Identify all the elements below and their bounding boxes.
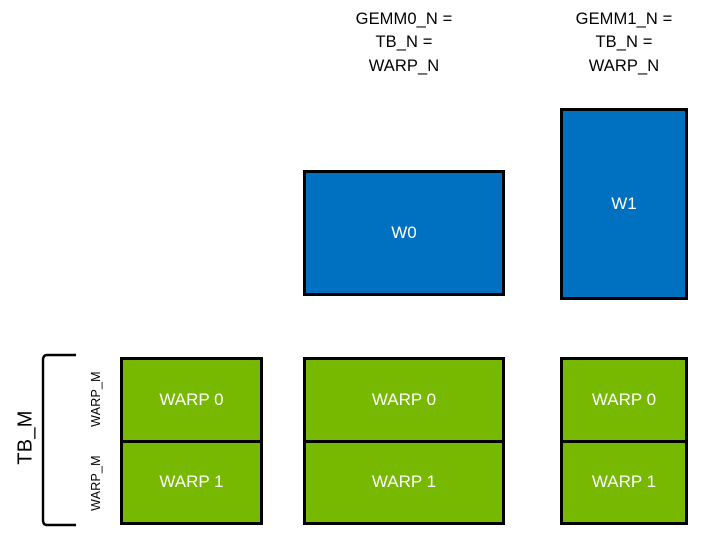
green-cell-2-warp0[interactable]: WARP 0 (563, 360, 685, 443)
green-cell-2-warp1-label: WARP 1 (591, 472, 657, 492)
blue-block-w0-label: W0 (391, 223, 417, 242)
green-cell-2-warp0-label: WARP 0 (591, 389, 657, 409)
green-column-1[interactable]: WARP 0 WARP 1 (303, 357, 505, 525)
green-cell-0-warp1[interactable]: WARP 1 (123, 443, 260, 523)
column-header-gemm0: GEMM0_N = TB_N = WARP_N (355, 10, 453, 75)
green-cell-2-warp1[interactable]: WARP 1 (563, 443, 685, 523)
blue-block-w1-label: W1 (611, 194, 637, 213)
label-tb-m: TB_M (14, 410, 37, 465)
label-warp-m-top: WARP_M (89, 371, 103, 427)
tb-m-bracket-icon (41, 353, 76, 527)
blue-block-w1[interactable]: W1 (560, 108, 688, 300)
column-header-gemm1: GEMM1_N = TB_N = WARP_N (575, 10, 673, 75)
green-cell-0-warp1-label: WARP 1 (159, 472, 224, 492)
green-column-0[interactable]: WARP 0 WARP 1 (120, 357, 263, 525)
green-cell-1-warp1[interactable]: WARP 1 (306, 443, 502, 523)
green-cell-0-warp0-label: WARP 0 (159, 389, 224, 409)
green-cell-1-warp0-label: WARP 0 (371, 389, 437, 409)
blue-block-w0[interactable]: W0 (303, 170, 505, 296)
green-column-2[interactable]: WARP 0 WARP 1 (560, 357, 688, 525)
green-cell-0-warp0[interactable]: WARP 0 (123, 360, 260, 443)
green-cell-1-warp1-label: WARP 1 (371, 472, 437, 492)
green-cell-1-warp0[interactable]: WARP 0 (306, 360, 502, 443)
label-warp-m-bottom: WARP_M (89, 455, 103, 511)
